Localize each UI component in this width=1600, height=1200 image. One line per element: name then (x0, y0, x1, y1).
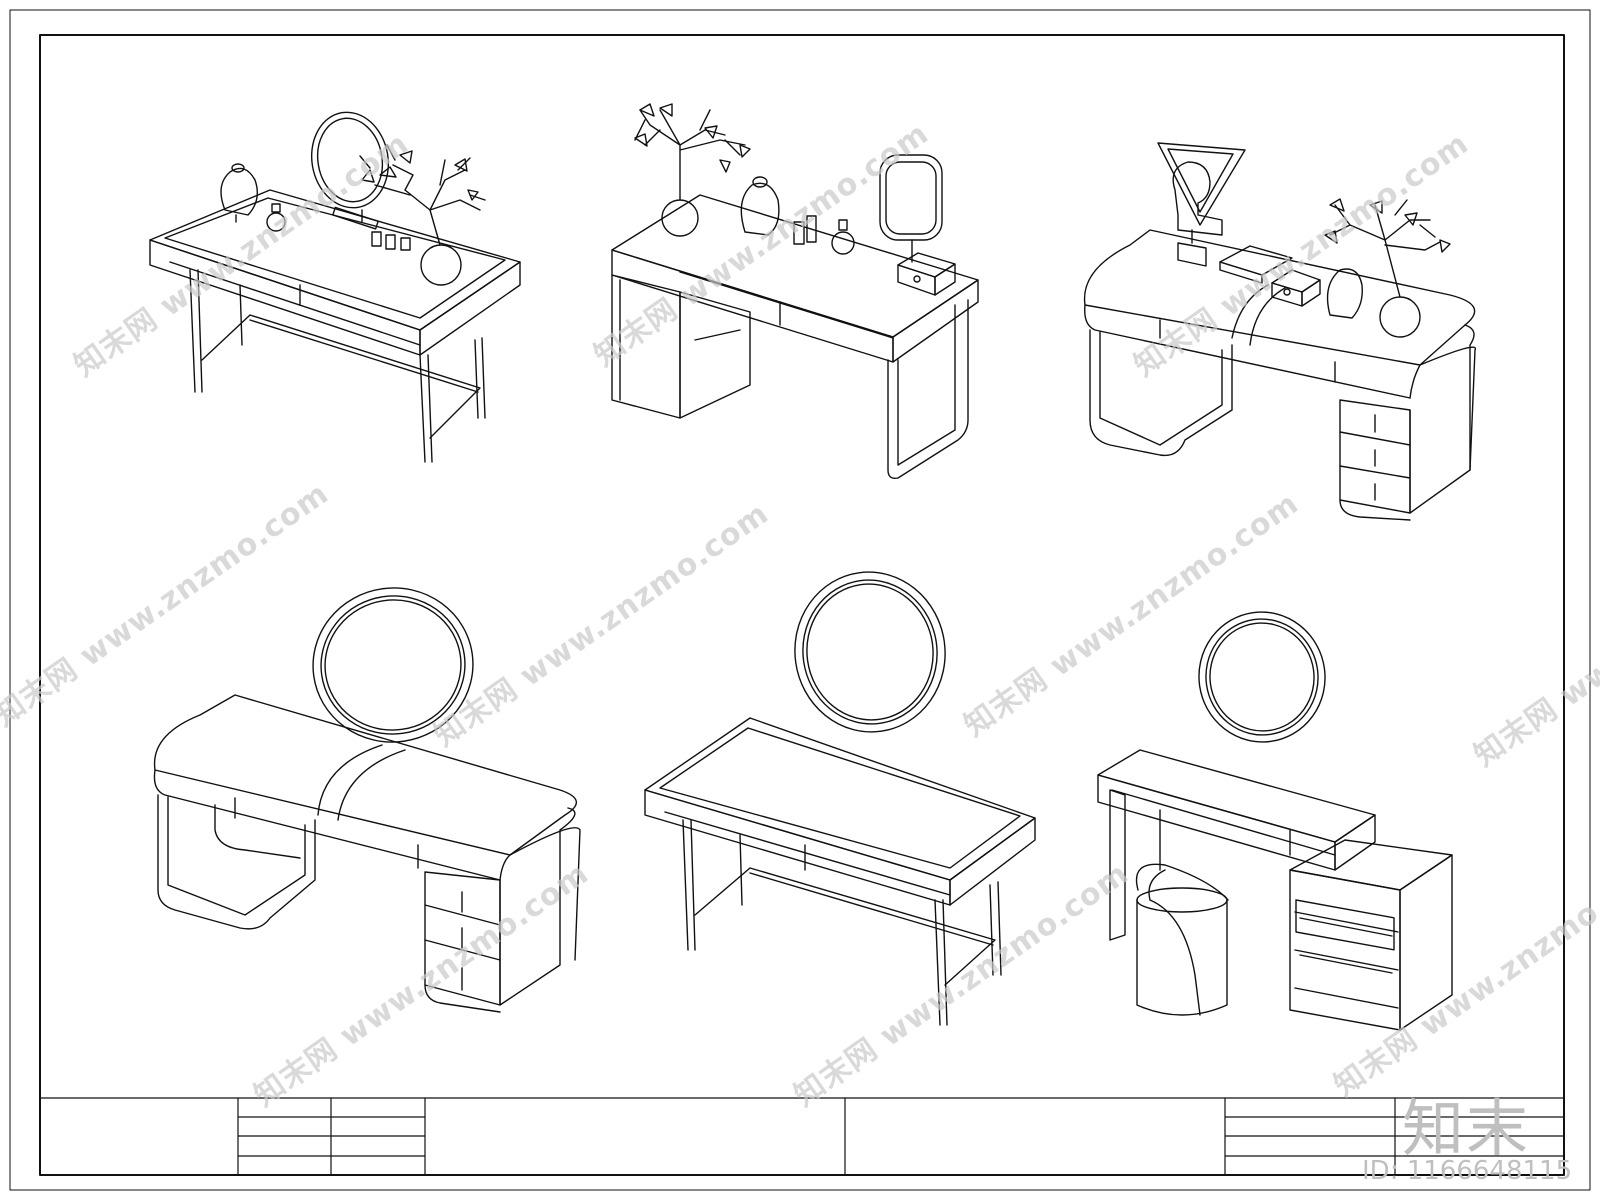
outer-border (9, 9, 1591, 1191)
dressing-table-1 (149, 111, 521, 463)
brand-logo: 知末 (1402, 1092, 1531, 1165)
image-id-label: ID: 1166648115 (1362, 1156, 1573, 1186)
dressing-table-5 (644, 571, 1036, 1026)
drawing-frame (39, 34, 1565, 1176)
dressing-table-4 (153, 587, 581, 1013)
dressing-table-6 (1097, 611, 1453, 1031)
title-block (39, 1097, 1565, 1176)
dressing-table-3 (1083, 142, 1477, 521)
dressing-table-2 (611, 103, 979, 480)
